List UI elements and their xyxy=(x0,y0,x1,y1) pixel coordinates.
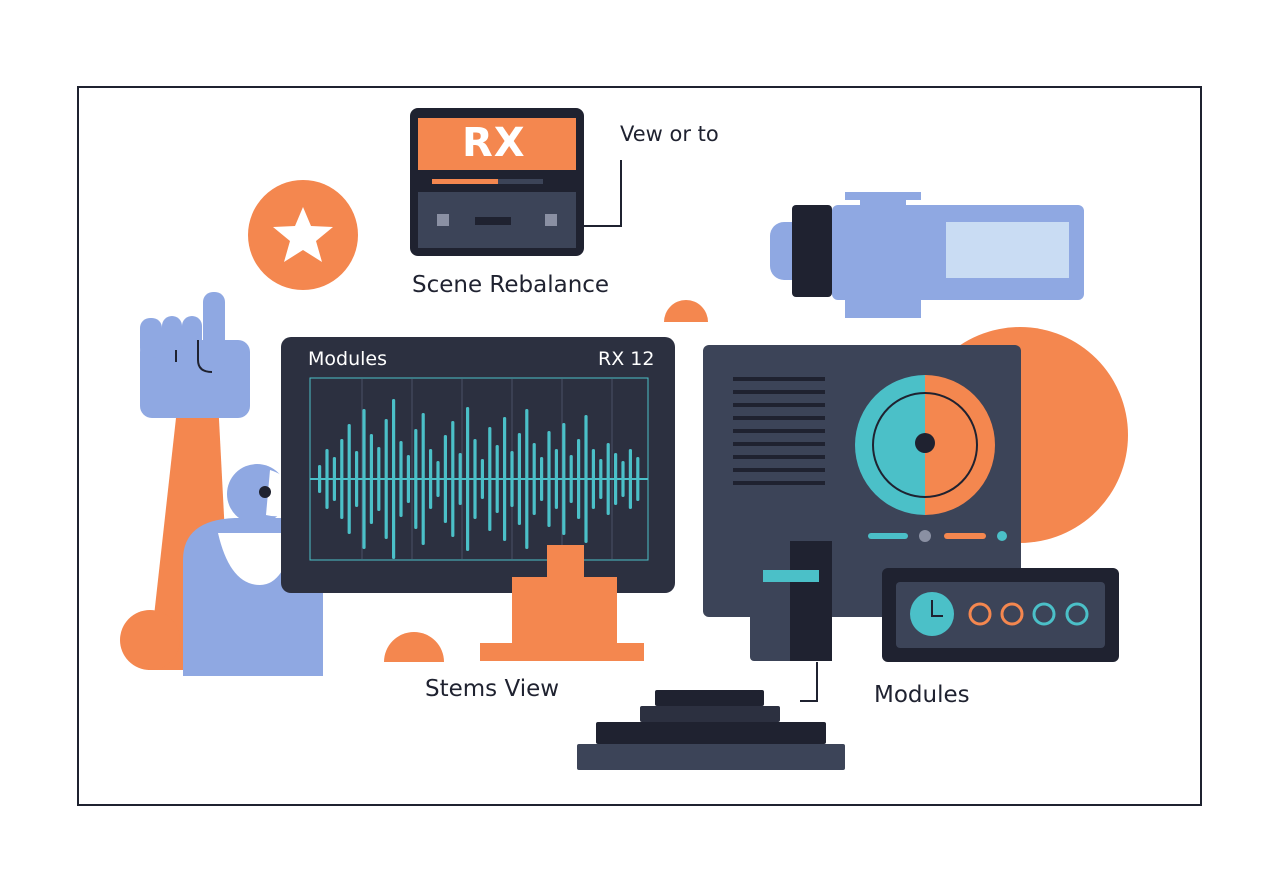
waveform-bar xyxy=(525,409,529,549)
waveform-bar xyxy=(569,455,573,503)
waveform-bar xyxy=(355,451,359,507)
waveform-bar xyxy=(562,423,566,535)
waveform-bar xyxy=(406,455,410,503)
waveform-bar xyxy=(369,434,373,524)
waveform-bar xyxy=(495,445,499,513)
waveform-bar xyxy=(510,451,514,507)
rx-badge-label: RX xyxy=(462,120,526,166)
waveform-bar xyxy=(421,413,425,545)
stems-pedestal-icon xyxy=(384,545,644,662)
waveform-bar xyxy=(384,419,388,539)
waveform-bar xyxy=(628,449,632,509)
waveform-bar xyxy=(347,424,351,534)
waveform-bar xyxy=(547,431,551,527)
scene-rebalance-label: Scene Rebalance xyxy=(412,272,610,298)
waveform-bar xyxy=(340,439,344,519)
monitor-title-left: Modules xyxy=(308,348,387,370)
waveform-bar xyxy=(614,453,618,505)
waveform-bar xyxy=(399,441,403,517)
waveform-bar xyxy=(488,427,492,531)
waveform-bar xyxy=(325,449,329,509)
waveform-bar xyxy=(443,435,447,523)
waveform-bar xyxy=(591,449,595,509)
stems-view-label: Stems View xyxy=(425,676,560,702)
waveform-bar xyxy=(532,443,536,515)
waveform-bar xyxy=(503,417,507,541)
waveform-bar xyxy=(473,439,477,519)
waveform-bar xyxy=(451,421,455,537)
stepped-base-icon xyxy=(577,690,845,770)
waveform-bar xyxy=(480,459,484,499)
waveform-bar xyxy=(377,447,381,511)
waveform-bar xyxy=(584,415,588,543)
tower-icon xyxy=(750,541,832,702)
illustration-frame xyxy=(77,86,1202,806)
star-icon xyxy=(248,180,358,290)
waveform-bar xyxy=(392,399,396,559)
waveform-bar xyxy=(318,465,322,493)
waveform-monitor-icon xyxy=(281,337,675,593)
control-box-icon xyxy=(882,568,1119,662)
waveform-bar xyxy=(429,449,433,509)
clock-icon xyxy=(910,592,954,636)
rx-device-icon xyxy=(410,108,622,256)
waveform-bar xyxy=(621,461,625,497)
waveform-bar xyxy=(414,429,418,529)
waveform-bar xyxy=(466,407,470,551)
monitor-title-right: RX 12 xyxy=(598,348,655,370)
waveform-bar xyxy=(540,457,544,501)
projector-icon xyxy=(770,192,1084,318)
modules-label: Modules xyxy=(874,682,970,708)
waveform-bar xyxy=(517,433,521,525)
waveform-bar xyxy=(332,457,336,501)
waveform-bar xyxy=(362,409,366,549)
waveform-bar xyxy=(606,443,610,515)
callout-label: Vew or to xyxy=(620,122,719,146)
waveform-bar xyxy=(636,457,640,501)
waveform-bar xyxy=(554,449,558,509)
waveform-bar xyxy=(577,439,581,519)
dome-icon xyxy=(664,300,708,322)
waveform-bar xyxy=(436,461,440,497)
waveform-bar xyxy=(599,459,603,499)
waveform-bar xyxy=(458,453,462,505)
